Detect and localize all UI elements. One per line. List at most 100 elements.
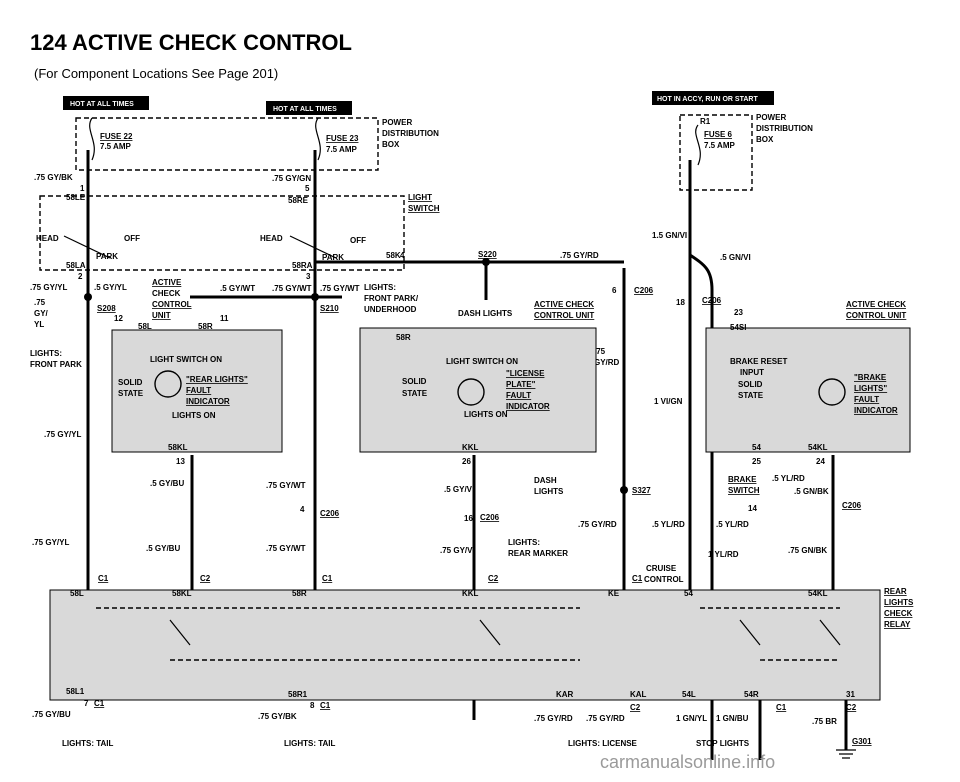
page-subtitle: (For Component Locations See Page 201) [34, 66, 279, 81]
wire-label-gy: GY/ [34, 309, 49, 318]
terminal-58kl: 58KL [168, 443, 188, 452]
pin-12: 12 [114, 314, 123, 323]
rear-relay-1: REAR [884, 587, 907, 596]
acc-right-solid: SOLID [738, 380, 763, 389]
ground-icon [836, 749, 856, 759]
terminal-54-relay: 54 [684, 589, 693, 598]
terminal-58l-relay: 58L [70, 589, 84, 598]
lights-license: LIGHTS: LICENSE [568, 739, 638, 748]
wire-label-gy-wt-3: .75 GY/WT [320, 284, 360, 293]
pin-6: 6 [612, 286, 617, 295]
acc-left-solid: SOLID [118, 378, 143, 387]
wire-label-gy-yl-1: .75 GY/YL [30, 283, 67, 292]
fuse22-symbol [89, 117, 95, 161]
wire-label-gn-bu: 1 GN/BU [716, 714, 749, 723]
fuse22-amp: 7.5 AMP [100, 142, 131, 151]
wire-label-gy-rd-5: .75 GY/RD [586, 714, 625, 723]
rear-relay-3: CHECK [884, 609, 913, 618]
wire-label-gy-yl-2: .5 GY/YL [94, 283, 127, 292]
acc-mid-switch-on: LIGHT SWITCH ON [446, 357, 518, 366]
dash-lights-2b: LIGHTS [534, 487, 564, 496]
terminal-58r1: 58R1 [288, 690, 308, 699]
wire-label-gy-rd-2: .75 GY/RD [578, 520, 617, 529]
led-icon [818, 378, 846, 406]
wire-label-yl-rd-1: .5 YL/RD [772, 474, 805, 483]
dash-lights: DASH LIGHTS [458, 309, 513, 318]
terminal-kkl-relay: KKL [462, 589, 479, 598]
header-bar-hot-accy [652, 91, 774, 105]
rear-marker-2: REAR MARKER [508, 549, 568, 558]
led-icon [457, 378, 485, 406]
wire-label-gy-wt-2: .75 GY/WT [272, 284, 312, 293]
connector-c206-5: C206 [842, 501, 862, 510]
terminal-58le: 58LE [66, 193, 86, 202]
wire-label-gn-yl: 1 GN/YL [676, 714, 707, 723]
fuse23-label: FUSE 23 [326, 134, 359, 143]
acc-unit-right-body [705, 327, 911, 453]
acc-mid-label-1: ACTIVE CHECK [534, 300, 594, 309]
acc-unit-mid-body [359, 327, 597, 453]
terminal-58kl-relay: 58KL [172, 589, 192, 598]
header-hot-all-2: HOT AT ALL TIMES [273, 106, 337, 113]
acc-right-fault-3: FAULT [854, 395, 879, 404]
pin-23: 23 [734, 308, 743, 317]
acc-mid-fault-4: INDICATOR [506, 402, 550, 411]
connector-c206-3: C206 [320, 509, 340, 518]
wire-label-br: .75 BR [812, 717, 837, 726]
acc-right-label-2: CONTROL UNIT [846, 311, 906, 320]
connector-c1-6: C1 [776, 703, 787, 712]
lights-front-park-2: FRONT PARK [30, 360, 82, 369]
acc-mid-fault-1: "LICENSE [506, 369, 545, 378]
lights-front-park-1: LIGHTS: [30, 349, 62, 358]
park-right: PARK [322, 253, 344, 262]
terminal-58l1: 58L1 [66, 687, 85, 696]
pin-14: 14 [748, 504, 757, 513]
front-park-under-1: LIGHTS: [364, 283, 396, 292]
fuse6-symbol [695, 124, 701, 166]
terminal-58re: 58RE [288, 196, 309, 205]
pin-31: 31 [846, 690, 855, 699]
wire-label-gy-wt-5: .75 GY/WT [266, 544, 306, 553]
fuse6-amp: 7.5 AMP [704, 141, 735, 150]
terminal-54: 54 [752, 443, 761, 452]
header-hot-all-1: HOT AT ALL TIMES [70, 101, 134, 108]
wire-label-gn-bk-2: .75 GN/BK [788, 546, 827, 555]
wire-label-yl-rd-2: .5 YL/RD [652, 520, 685, 529]
pdb-right-label-1: POWER [756, 113, 786, 122]
acc-left-lights-on: LIGHTS ON [172, 411, 216, 420]
acc-right-fault-4: INDICATOR [854, 406, 898, 415]
wire-label-vi-gn: 1 VI/GN [654, 397, 683, 406]
connector-c206-4: C206 [480, 513, 500, 522]
pin-4: 4 [300, 505, 305, 514]
pin-18: 18 [676, 298, 685, 307]
light-switch-right-blade [289, 235, 337, 259]
terminal-58la: 58LA [66, 261, 86, 270]
relay-contact-2 [479, 619, 501, 646]
pin-26: 26 [462, 457, 471, 466]
rear-relay-4: RELAY [884, 620, 911, 629]
acc-right-label-1: ACTIVE CHECK [846, 300, 906, 309]
header-bar-hot-all-2 [266, 101, 352, 115]
terminal-58r: 58R [198, 322, 213, 331]
terminal-kar: KAR [556, 690, 574, 699]
terminal-58r-mid: 58R [396, 333, 411, 342]
acc-left-state: STATE [118, 389, 144, 398]
terminal-58k: 58K [386, 251, 401, 260]
relay-contact-1 [169, 619, 191, 646]
fuse22-label: FUSE 22 [100, 132, 133, 141]
wire-label-gy-bu-1: .5 GY/BU [150, 479, 184, 488]
wire-label-gn-vi-1: 1.5 GN/VI [652, 231, 687, 240]
wire-label-gy-gn: .75 GY/GN [272, 174, 311, 183]
relay-contact-4 [819, 619, 841, 646]
splice-s327-dot [620, 486, 628, 494]
pin-2: 2 [78, 272, 83, 281]
wire-label-gn-bk-1: .5 GN/BK [794, 487, 829, 496]
light-switch-outline [39, 195, 405, 271]
wire-label-gy-wt-4: .75 GY/WT [266, 481, 306, 490]
relay-contact-3 [739, 619, 761, 646]
connector-c2-1: C2 [200, 574, 211, 583]
pin-24: 24 [816, 457, 825, 466]
splice-s208: S208 [97, 304, 116, 313]
wire-label-gy-bk: .75 GY/BK [34, 173, 73, 182]
